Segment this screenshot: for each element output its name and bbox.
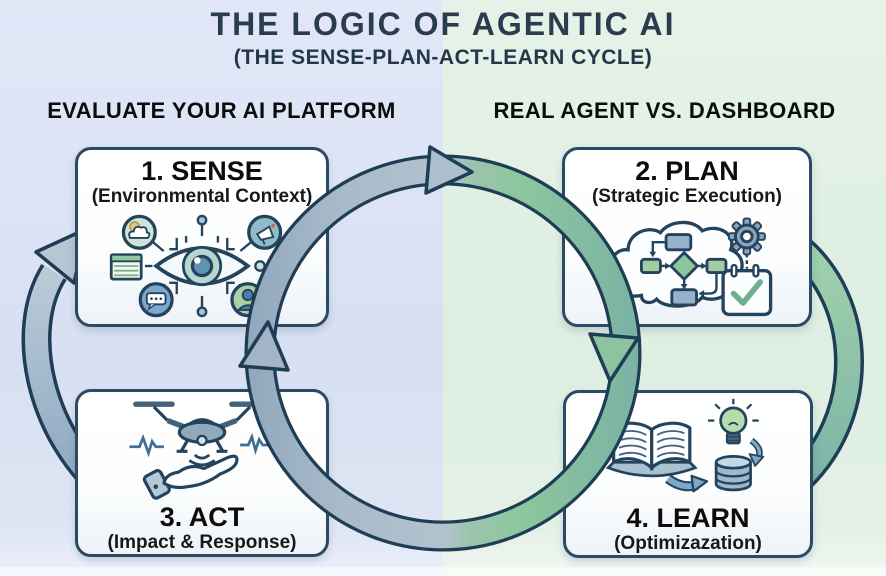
chat-bubble-icon — [138, 282, 174, 318]
flowchart-icon — [639, 233, 728, 307]
act-title: 3. ACT — [159, 502, 245, 532]
pulse-line-left — [129, 433, 164, 458]
eye-icon — [153, 245, 251, 287]
bottom-fade — [0, 567, 886, 576]
database-icon — [714, 455, 752, 492]
act-box: 3. ACT (Impact & Response) — [75, 389, 329, 557]
open-book-icon — [605, 421, 698, 478]
drone-over-hand-icon — [129, 401, 275, 500]
plan-subtitle: (Strategic Execution) — [591, 186, 783, 208]
sense-subtitle: (Environmental Context) — [91, 186, 313, 208]
user-icon — [230, 282, 266, 318]
act-subtitle: (Impact & Response) — [107, 532, 297, 554]
sense-box: 1. SENSE (Environmental Context) — [75, 147, 329, 327]
gear-icon — [727, 217, 766, 256]
sense-title: 1. SENSE — [141, 156, 263, 186]
node-dot-top — [196, 214, 208, 226]
pulse-line-right — [240, 432, 275, 456]
page-subtitle: (THE SENSE-PLAN-ACT-LEARN CYCLE) — [233, 46, 653, 69]
bulb-to-database-arrow — [748, 438, 765, 467]
lightbulb-icon — [707, 398, 759, 445]
node-dot — [254, 260, 266, 272]
plan-box: 2. PLAN (Strategic Execution) — [562, 147, 812, 327]
calendar-check-icon — [721, 263, 773, 317]
learn-title: 4. LEARN — [626, 503, 750, 533]
node-dot-bottom — [196, 306, 208, 318]
eye-sensor-network-icon — [109, 214, 283, 318]
megaphone-icon — [247, 214, 283, 250]
learn-subtitle: (Optimizazation) — [614, 533, 762, 555]
book-to-database-arrow — [665, 474, 709, 493]
hand-icon — [142, 454, 239, 500]
learn-box: 4. LEARN (Optimizazation) — [563, 390, 813, 558]
book-lightbulb-database-icon — [605, 398, 765, 493]
plan-title: 2. PLAN — [635, 156, 739, 186]
weather-icon — [121, 214, 157, 250]
right-column-header: REAL AGENT VS. DASHBOARD — [493, 98, 836, 123]
page-title: THE LOGIC OF AGENTIC AI — [210, 6, 676, 42]
spreadsheet-icon — [109, 253, 143, 281]
signal-waves-icon — [188, 453, 216, 467]
left-column-header: EVALUATE YOUR AI PLATFORM — [47, 98, 396, 123]
thought-cloud-flowchart-gear-calendar-icon — [610, 217, 773, 320]
drone-icon — [133, 401, 271, 453]
